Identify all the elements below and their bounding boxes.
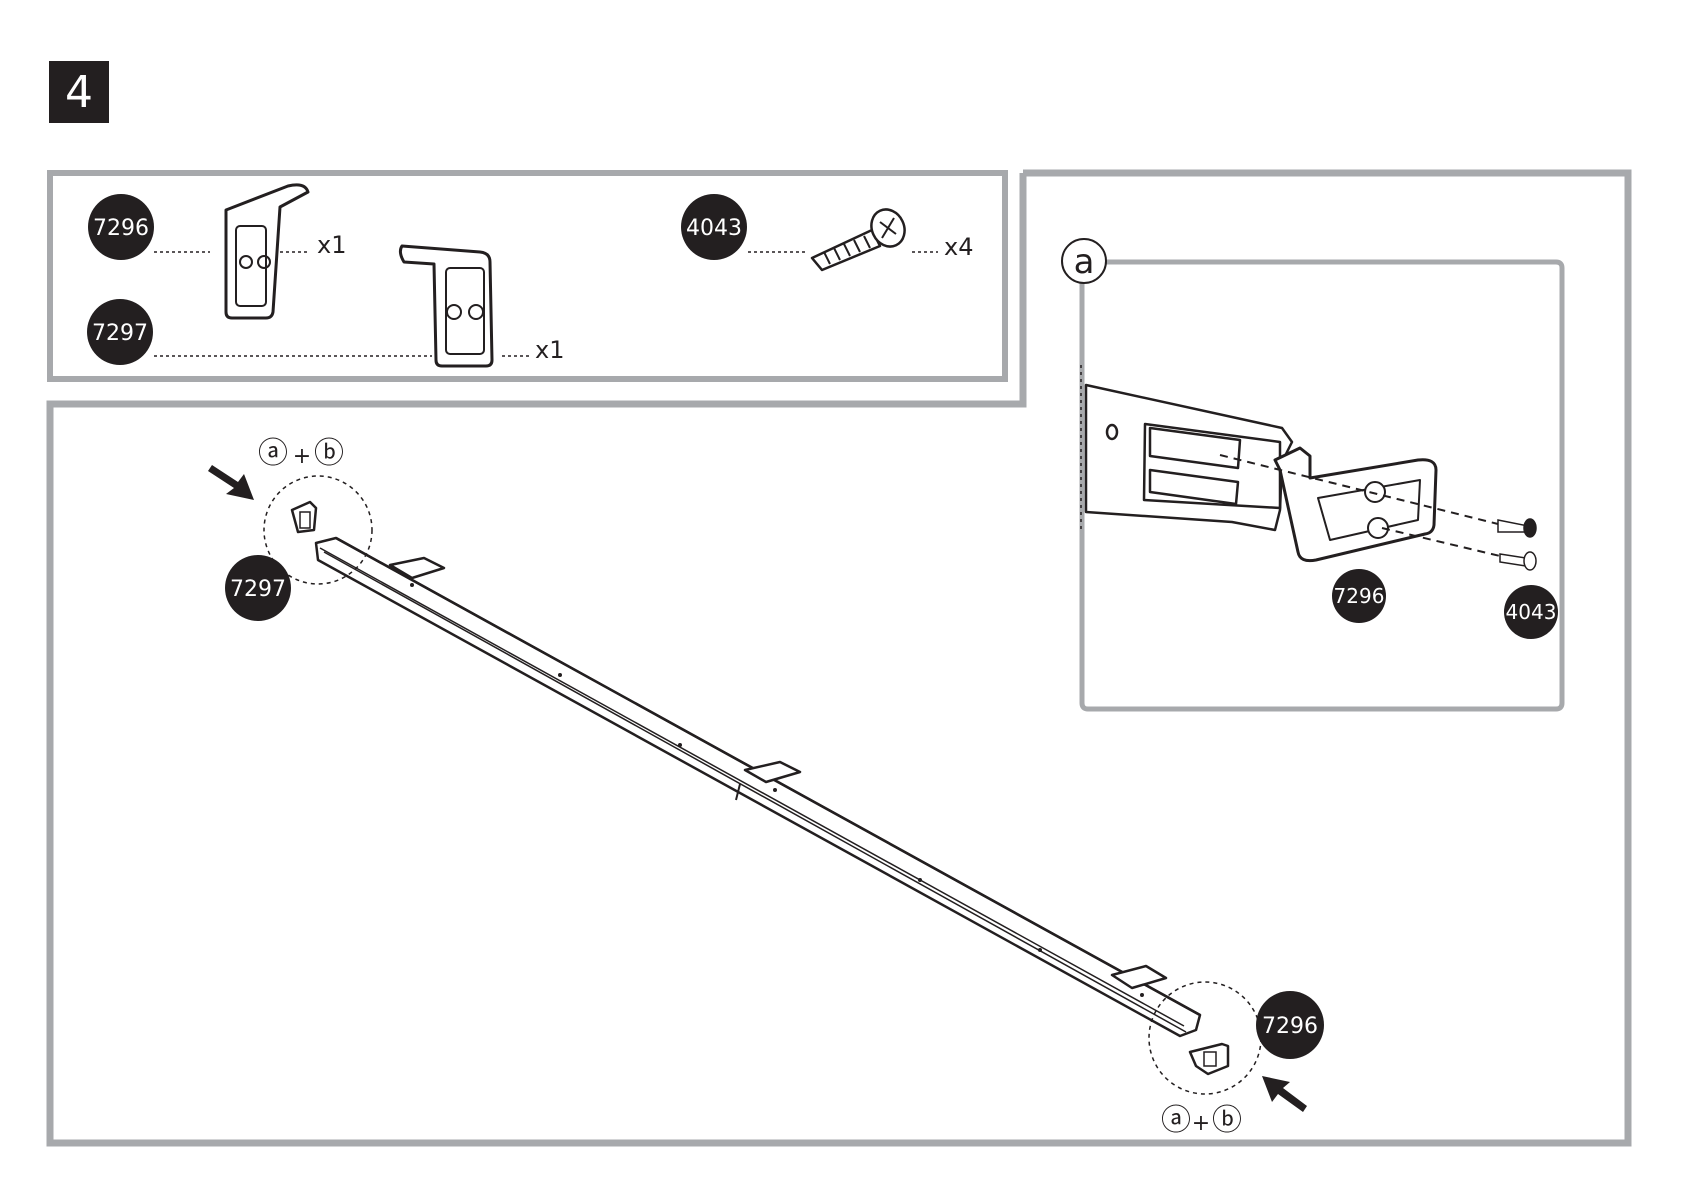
- right-end-callout: [1149, 982, 1261, 1094]
- detail-badge-4043: 4043: [1504, 585, 1558, 639]
- detail-badge-7296: 7296: [1332, 569, 1386, 623]
- rail-profile-drawing: [1086, 385, 1292, 530]
- svg-text:a: a: [1074, 242, 1095, 282]
- svg-text:4043: 4043: [1506, 600, 1557, 624]
- qty-7296: x1: [317, 231, 346, 259]
- detail-bracket-7296: [1275, 448, 1436, 561]
- part-badge-4043: 4043: [681, 194, 747, 260]
- svg-text:+: +: [1192, 1111, 1210, 1136]
- detail-label-a: a: [1062, 239, 1106, 283]
- svg-text:7297: 7297: [92, 321, 148, 346]
- part-badge-7296: 7296: [88, 194, 154, 260]
- svg-text:4043: 4043: [686, 216, 742, 241]
- svg-text:ⓑ: ⓑ: [1212, 1103, 1242, 1138]
- part-badge-7297: 7297: [87, 299, 153, 365]
- bracket-7297-drawing: [400, 246, 492, 366]
- qty-7297: x1: [535, 336, 564, 364]
- left-arrow-icon: [208, 465, 254, 500]
- screw-4043-drawing: [812, 204, 911, 270]
- svg-text:7297: 7297: [230, 577, 286, 602]
- detail-screw-1: [1498, 519, 1536, 537]
- left-ref-label: ⓐ + ⓑ: [258, 436, 344, 471]
- long-rail-drawing: [316, 538, 1200, 1036]
- main-panel-frame: [50, 173, 1628, 1143]
- svg-text:ⓑ: ⓑ: [314, 436, 344, 471]
- svg-text:ⓐ: ⓐ: [1161, 1103, 1191, 1138]
- right-arrow-icon: [1262, 1076, 1307, 1112]
- right-ref-label: ⓐ + ⓑ: [1161, 1103, 1242, 1138]
- parts-panel-frame: [50, 173, 1005, 379]
- svg-text:ⓐ: ⓐ: [258, 436, 288, 471]
- detail-screw-2: [1500, 552, 1536, 570]
- qty-4043: x4: [944, 233, 973, 261]
- svg-text:7296: 7296: [93, 216, 149, 241]
- badge-7297-main: 7297: [225, 555, 291, 621]
- svg-text:+: +: [293, 444, 311, 469]
- svg-text:7296: 7296: [1262, 1014, 1318, 1039]
- bracket-7296-drawing: [226, 185, 308, 318]
- badge-7296-main: 7296: [1256, 991, 1324, 1059]
- svg-text:7296: 7296: [1334, 584, 1385, 608]
